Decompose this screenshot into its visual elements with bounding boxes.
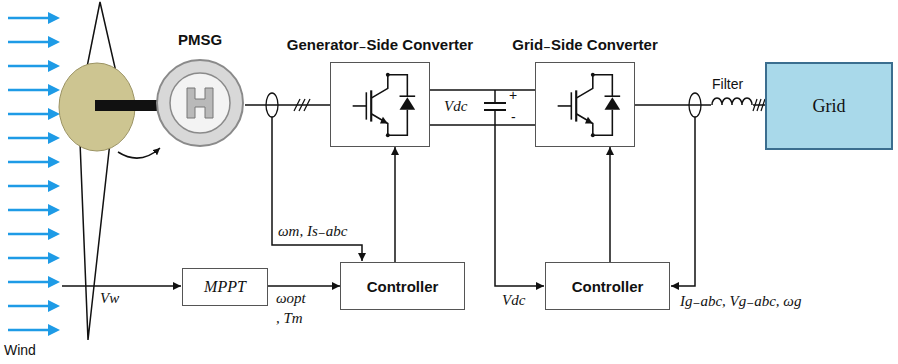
wind-arrow bbox=[8, 108, 60, 120]
connector bbox=[268, 285, 340, 287]
igbt-symbol bbox=[536, 63, 634, 146]
connector bbox=[430, 89, 535, 91]
connector bbox=[245, 104, 330, 106]
heading-label: Grid₋Side Converter bbox=[512, 36, 657, 54]
box-label: Controller bbox=[367, 278, 439, 295]
rotation-arrow bbox=[118, 148, 160, 158]
converter-box: Generator₋Side Converter bbox=[330, 62, 430, 147]
box-label: Controller bbox=[572, 278, 644, 295]
current-sensor bbox=[689, 93, 701, 117]
connector bbox=[609, 147, 611, 262]
wind-arrow bbox=[8, 324, 60, 336]
filter-label: Filter bbox=[712, 76, 743, 92]
wind-arrow bbox=[8, 180, 60, 192]
wind-arrow bbox=[8, 228, 60, 240]
wind-arrow bbox=[8, 156, 60, 168]
measurement-line bbox=[671, 117, 695, 286]
grid-box: Grid bbox=[765, 62, 893, 150]
wind-arrow bbox=[8, 252, 60, 264]
dc-rail bbox=[430, 124, 535, 126]
wind-arrow bbox=[8, 36, 60, 48]
blade bbox=[80, 142, 110, 340]
signal-name: Ig₋abc, Vg₋abc, ωg bbox=[680, 292, 801, 310]
wind-arrow bbox=[8, 300, 60, 312]
signal-name: ωm, Is₋abc bbox=[278, 222, 347, 240]
signal-name: Vw bbox=[100, 290, 119, 307]
heading-label: PMSG bbox=[178, 31, 222, 48]
voltage-label: Vdc bbox=[444, 98, 467, 115]
controller-box: Controller bbox=[545, 262, 670, 310]
wind-arrow bbox=[8, 84, 60, 96]
signal-name: , Tm bbox=[276, 310, 303, 327]
heading-label: Generator₋Side Converter bbox=[287, 36, 473, 54]
box-label: Grid bbox=[813, 96, 846, 117]
wind-arrow bbox=[8, 12, 60, 24]
wind-arrow bbox=[8, 276, 60, 288]
converter-box: Grid₋Side Converter bbox=[535, 62, 635, 147]
inductor-gap bbox=[711, 96, 753, 106]
signal-name: ωopt bbox=[276, 290, 306, 307]
wind-arrows bbox=[8, 12, 60, 336]
igbt-symbol bbox=[331, 63, 429, 146]
inductor-symbol bbox=[712, 98, 752, 105]
signal-name: Vdc bbox=[502, 292, 525, 309]
connector bbox=[394, 147, 396, 262]
wind-arrow bbox=[8, 204, 60, 216]
box-label: MPPT bbox=[204, 278, 246, 296]
shaft bbox=[95, 100, 157, 111]
polarity-sign: + bbox=[509, 87, 517, 103]
wind-arrow bbox=[8, 60, 60, 72]
wind-label: Wind bbox=[4, 342, 36, 358]
measurement-line bbox=[495, 125, 544, 286]
polarity-sign: - bbox=[511, 109, 516, 125]
generator-symbol bbox=[155, 58, 245, 148]
controller-box: Controller bbox=[340, 262, 465, 310]
generator-circle: PMSG bbox=[155, 58, 245, 148]
capacitor-symbol bbox=[484, 90, 506, 125]
mppt-box: MPPT bbox=[182, 268, 268, 306]
blade bbox=[86, 2, 116, 72]
current-sensor bbox=[266, 93, 278, 117]
wind-arrow bbox=[8, 132, 60, 144]
signal-line bbox=[62, 285, 181, 287]
